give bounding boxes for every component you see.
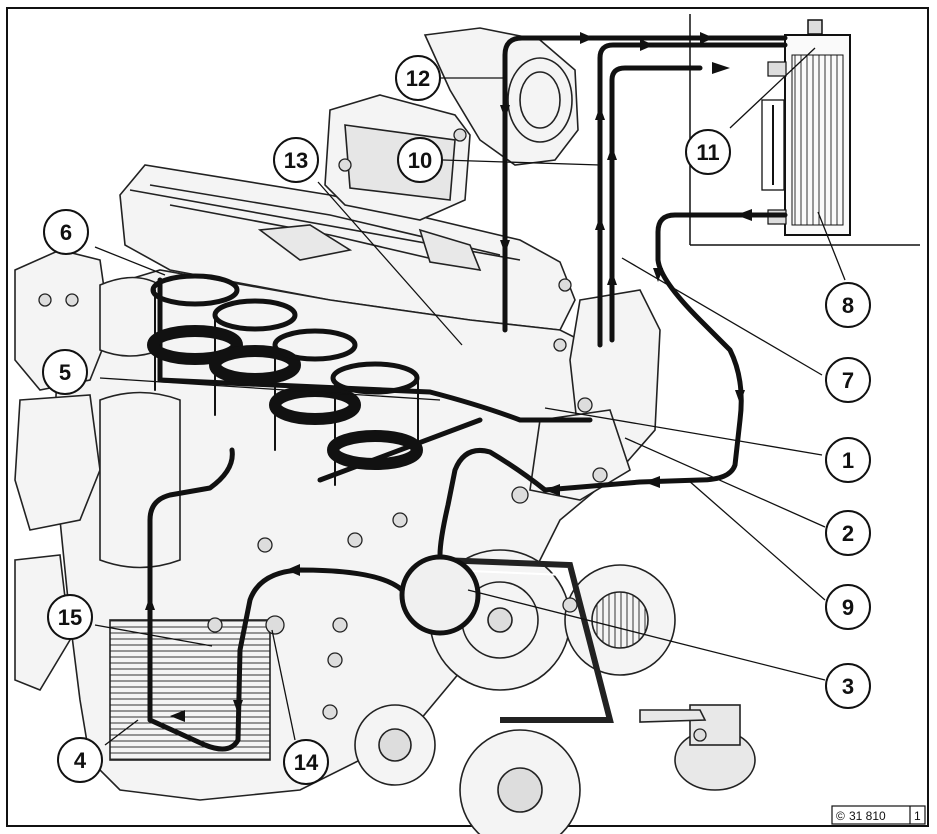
callout-circle <box>825 357 871 403</box>
radiator <box>761 19 851 236</box>
flow-arrows <box>145 32 752 722</box>
callout-8: 8 <box>825 282 871 328</box>
callout-circle <box>283 739 329 785</box>
callout-circle <box>273 137 319 183</box>
reference-number: 31 810 <box>849 809 886 823</box>
callout-11: 11 <box>685 129 731 175</box>
callout-circle <box>825 437 871 483</box>
callout-1: 1 <box>825 437 871 483</box>
callout-number: 8 <box>842 293 854 318</box>
callout-circle <box>825 510 871 556</box>
callout-circle <box>42 349 88 395</box>
callout-5: 5 <box>42 349 88 395</box>
callout-number: 1 <box>842 448 854 473</box>
callout-2: 2 <box>825 510 871 556</box>
water-pump-housing <box>399 554 481 636</box>
reference-sheet: 1 <box>914 809 921 823</box>
callout-number: 12 <box>406 66 430 91</box>
engine-mount <box>639 704 756 791</box>
callout-number: 3 <box>842 674 854 699</box>
callout-number: 14 <box>294 750 319 775</box>
leader-lines <box>94 47 846 746</box>
callout-number: 4 <box>74 748 87 773</box>
reference-box: © 31 810 1 <box>831 805 926 825</box>
callout-15: 15 <box>47 594 93 640</box>
callout-number: 10 <box>408 148 432 173</box>
callout-number: 5 <box>59 360 71 385</box>
callout-6: 6 <box>43 209 89 255</box>
callout-number: 11 <box>696 140 719 165</box>
callout-number: 9 <box>842 595 854 620</box>
engine-block <box>14 27 661 801</box>
callout-13: 13 <box>273 137 319 183</box>
coolant-flow-lines <box>147 35 788 752</box>
callout-9: 9 <box>825 584 871 630</box>
callout-12: 12 <box>395 55 441 101</box>
callout-number: 2 <box>842 521 854 546</box>
callout-circle <box>685 129 731 175</box>
cylinder-swirls <box>147 273 423 486</box>
outer-frame <box>6 7 929 827</box>
callout-circle <box>57 737 103 783</box>
callout-circle <box>47 594 93 640</box>
callout-3: 3 <box>825 663 871 709</box>
bolt-details <box>38 128 707 742</box>
callout-number: 15 <box>58 605 82 630</box>
callout-circle <box>43 209 89 255</box>
callout-circle <box>825 584 871 630</box>
callout-number: 7 <box>842 368 854 393</box>
callout-circle <box>397 137 443 183</box>
callout-number: 13 <box>284 148 308 173</box>
callout-number: 6 <box>60 220 72 245</box>
callout-4: 4 <box>57 737 103 783</box>
callout-circle <box>825 663 871 709</box>
callout-circle <box>825 282 871 328</box>
callout-circle <box>395 55 441 101</box>
callout-7: 7 <box>825 357 871 403</box>
radiator-inset <box>689 14 920 246</box>
copyright-symbol: © <box>836 809 845 823</box>
callout-14: 14 <box>283 739 329 785</box>
callout-10: 10 <box>397 137 443 183</box>
